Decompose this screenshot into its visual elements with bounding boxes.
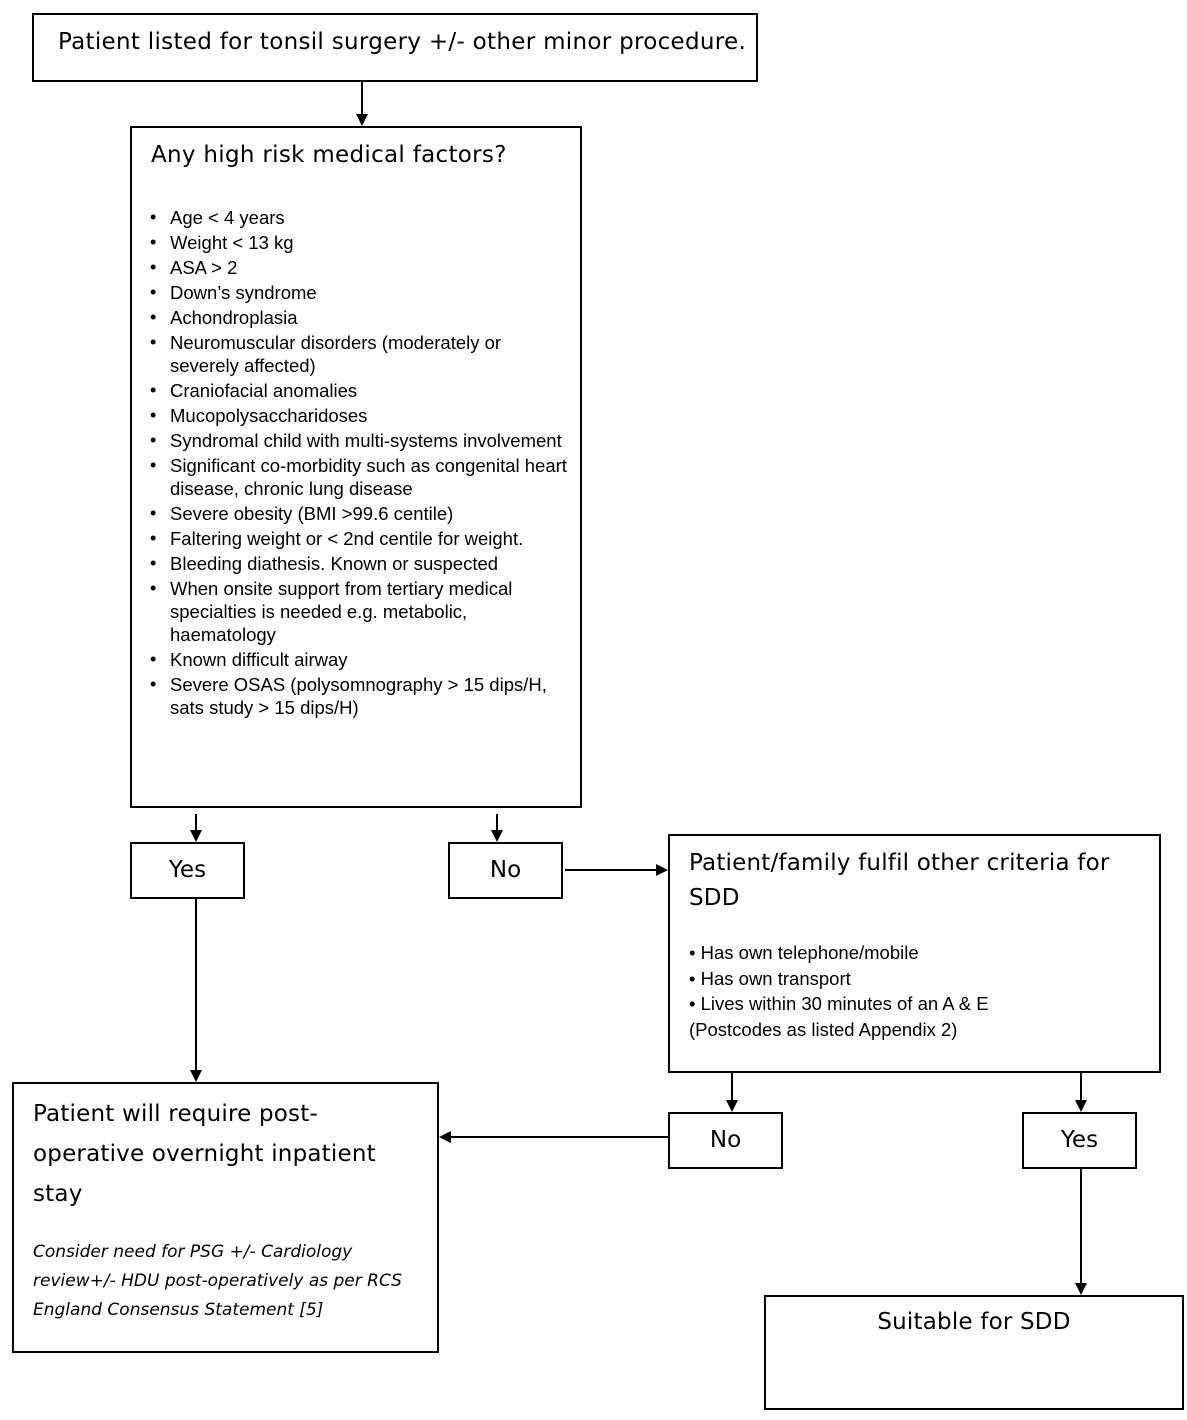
high-risk-heading: Any high risk medical factors? xyxy=(151,142,507,168)
risk-item: Severe OSAS (polysomnography > 15 dips/H… xyxy=(150,673,570,719)
criteria-line: • Lives within 30 minutes of an A & E xyxy=(689,993,989,1014)
risk-item: Syndromal child with multi-systems invol… xyxy=(150,429,570,452)
risk-yes-box: Yes xyxy=(130,842,245,899)
risk-item: Bleeding diathesis. Known or suspected xyxy=(150,552,570,575)
criteria-line: (Postcodes as listed Appendix 2) xyxy=(689,1018,958,1040)
inpatient-heading: Patient will require post-operative over… xyxy=(33,1101,376,1207)
risk-item: When onsite support from tertiary medica… xyxy=(150,577,570,646)
sdd-criteria-heading: Patient/family fulfil other criteria for… xyxy=(689,850,1110,911)
sdd-criteria-box: Patient/family fulfil other criteria for… xyxy=(668,834,1161,1073)
risk-item: Craniofacial anomalies xyxy=(150,379,570,402)
suitable-for-sdd-box: Suitable for SDD xyxy=(764,1295,1184,1410)
risk-item: ASA > 2 xyxy=(150,256,570,279)
risk-item: Faltering weight or < 2nd centile for we… xyxy=(150,527,570,550)
start-box: Patient listed for tonsil surgery +/- ot… xyxy=(32,13,758,82)
inpatient-note: Consider need for PSG +/- Cardiology rev… xyxy=(33,1242,402,1320)
high-risk-list: Age < 4 years Weight < 13 kg ASA > 2 Dow… xyxy=(150,206,570,721)
risk-item: Down’s syndrome xyxy=(150,281,570,304)
high-risk-factors-box: Any high risk medical factors? Age < 4 y… xyxy=(130,126,582,808)
risk-no-box: No xyxy=(448,842,563,899)
suitable-for-sdd-text: Suitable for SDD xyxy=(877,1309,1071,1335)
risk-item: Mucopolysaccharidoses xyxy=(150,404,570,427)
inpatient-stay-box: Patient will require post-operative over… xyxy=(12,1082,439,1353)
start-text: Patient listed for tonsil surgery +/- ot… xyxy=(58,29,747,55)
risk-item: Age < 4 years xyxy=(150,206,570,229)
sdd-criteria-list: • Has own telephone/mobile • Has own tra… xyxy=(689,940,1149,1042)
risk-item: Weight < 13 kg xyxy=(150,231,570,254)
criteria-no-box: No xyxy=(668,1112,783,1169)
risk-item: Significant co-morbidity such as congeni… xyxy=(150,454,570,500)
risk-item: Achondroplasia xyxy=(150,306,570,329)
criteria-line: • Has own transport xyxy=(689,967,851,989)
risk-item: Neuromuscular disorders (moderately or s… xyxy=(150,331,570,377)
criteria-yes-box: Yes xyxy=(1022,1112,1137,1169)
risk-item: Known difficult airway xyxy=(150,648,570,671)
criteria-line: • Has own telephone/mobile xyxy=(689,942,919,963)
risk-item: Severe obesity (BMI >99.6 centile) xyxy=(150,502,570,525)
